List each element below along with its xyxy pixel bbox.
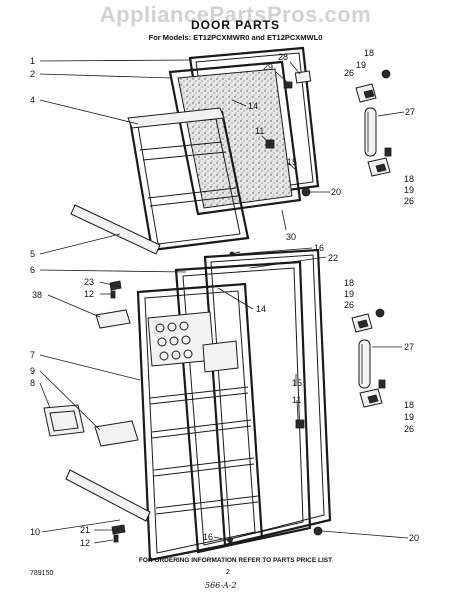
part-20-upper bbox=[301, 187, 311, 197]
lower-handle-27 bbox=[358, 339, 371, 389]
part-16-lower bbox=[227, 537, 233, 543]
callout-23: 23 bbox=[84, 277, 94, 287]
bin-9 bbox=[94, 420, 139, 447]
freezer-door-gasket bbox=[168, 60, 302, 216]
callout-14-lower: 14 bbox=[256, 304, 266, 314]
upper-hinge-group bbox=[355, 69, 392, 177]
callouts-left: 1 2 4 5 6 23 12 38 7 9 8 10 21 12 bbox=[30, 56, 94, 548]
diagram-title: DOOR PARTS bbox=[190, 18, 281, 32]
callout-18-b: 18 bbox=[404, 174, 414, 184]
fresh-food-gasket bbox=[174, 260, 312, 554]
callout-19-b: 19 bbox=[404, 185, 414, 195]
callout-38: 38 bbox=[32, 290, 42, 300]
callout-14-upper: 14 bbox=[248, 101, 258, 111]
handwritten-stamp: 566-A-2 bbox=[205, 581, 237, 590]
diagram-subtitle: For Models: ET12PCXMWR0 and ET12PCXMWL0 bbox=[148, 33, 323, 42]
callout-26-a: 26 bbox=[344, 68, 354, 78]
callout-12-lower: 12 bbox=[80, 538, 90, 548]
leader-lines bbox=[39, 59, 409, 544]
part-21 bbox=[111, 524, 126, 535]
callout-22: 22 bbox=[328, 253, 338, 263]
callout-15-upper: 15 bbox=[287, 157, 297, 167]
callout-19-d: 19 bbox=[404, 412, 414, 422]
part-23 bbox=[109, 280, 122, 291]
fresh-food-outer-door bbox=[203, 248, 332, 547]
callout-21: 21 bbox=[80, 525, 90, 535]
callout-20-lower: 20 bbox=[409, 533, 419, 543]
callout-16-upper: 16 bbox=[314, 243, 324, 253]
freezer-insulation bbox=[177, 68, 293, 209]
lower-hinge-group bbox=[351, 308, 386, 408]
fresh-food-door-assembly bbox=[43, 248, 332, 562]
watermark: AppliancePartsPros.com bbox=[99, 2, 372, 27]
callout-26-d: 26 bbox=[404, 424, 414, 434]
butter-compartment bbox=[202, 340, 239, 373]
part-38 bbox=[95, 309, 131, 329]
freezer-door-assembly bbox=[70, 46, 320, 257]
part-20-lower bbox=[313, 526, 323, 536]
bin-8 bbox=[43, 404, 85, 437]
part-12-upper bbox=[110, 290, 116, 299]
callout-19-a: 19 bbox=[356, 60, 366, 70]
callout-19-c: 19 bbox=[344, 289, 354, 299]
fresh-food-shelf-bar bbox=[65, 469, 151, 522]
callout-27-b: 27 bbox=[404, 342, 414, 352]
callout-1: 1 bbox=[30, 56, 35, 66]
upper-handle-27 bbox=[364, 107, 377, 157]
page-number: 2 bbox=[226, 569, 230, 576]
callout-4: 4 bbox=[30, 95, 35, 105]
ordering-info-note: FOR ORDERING INFORMATION REFER TO PARTS … bbox=[138, 557, 333, 564]
callout-29: 29 bbox=[263, 62, 273, 72]
callout-26-b: 26 bbox=[404, 196, 414, 206]
callout-11-upper: 11 bbox=[255, 126, 264, 136]
part-11-upper bbox=[265, 139, 275, 149]
callout-6: 6 bbox=[30, 265, 35, 275]
callout-18-a: 18 bbox=[364, 48, 374, 58]
callouts-center: 28 29 14 11 15 30 16 14 15 11 16 bbox=[203, 52, 324, 542]
callout-8: 8 bbox=[30, 378, 35, 388]
callout-7: 7 bbox=[30, 350, 35, 360]
callout-12-upper: 12 bbox=[84, 289, 94, 299]
callout-18-d: 18 bbox=[404, 400, 414, 410]
callout-11-lower: 11 bbox=[292, 395, 301, 405]
freezer-shelf-bar bbox=[70, 204, 161, 255]
callout-10: 10 bbox=[30, 527, 40, 537]
callout-9: 9 bbox=[30, 366, 35, 376]
callout-30: 30 bbox=[286, 232, 296, 242]
callout-16-lower: 16 bbox=[203, 532, 213, 542]
callout-26-c: 26 bbox=[344, 300, 354, 310]
fresh-food-inner-liner bbox=[136, 282, 264, 562]
callout-5: 5 bbox=[30, 249, 35, 259]
callout-27-a: 27 bbox=[405, 107, 415, 117]
callout-15-lower: 15 bbox=[292, 378, 302, 388]
callouts-right: 18 19 26 27 18 19 26 20 22 18 19 26 27 1… bbox=[328, 48, 419, 543]
document-code: 789150 bbox=[30, 570, 54, 577]
part-12-lower bbox=[113, 534, 119, 543]
part-28 bbox=[294, 70, 312, 84]
callout-2: 2 bbox=[30, 69, 35, 79]
egg-cups bbox=[155, 321, 193, 361]
callout-20-upper: 20 bbox=[331, 187, 341, 197]
callout-28: 28 bbox=[278, 52, 288, 62]
part-11-lower bbox=[295, 419, 305, 429]
callout-18-c: 18 bbox=[344, 278, 354, 288]
part-29 bbox=[283, 81, 293, 89]
